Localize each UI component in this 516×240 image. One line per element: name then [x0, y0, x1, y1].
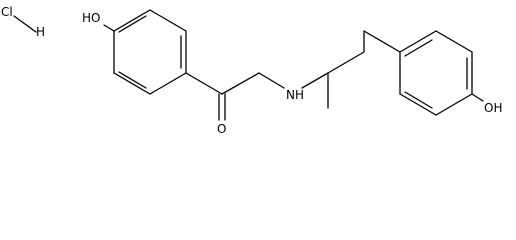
left-oh-label: HO: [82, 11, 100, 25]
chemical-structure: Cl H HO O NH: [1, 5, 502, 136]
left-phenol-ring: [113, 9, 187, 95]
right-hydroxyl-group: OH: [471, 93, 502, 115]
chlorine-label: Cl: [1, 5, 13, 19]
hydrochloride-salt: Cl H: [1, 5, 45, 39]
ketone-amine-chain: O NH: [185, 30, 401, 136]
right-phenol-ring: [399, 30, 473, 116]
n-ch-bond: [301, 72, 329, 89]
ch2-n-bond: [258, 72, 285, 89]
ch2-ring-bond: [363, 30, 401, 53]
carbonyl-oxygen-label: O: [217, 122, 226, 136]
amine-nh-label: NH: [286, 88, 304, 102]
cl-h-bond: [13, 15, 37, 33]
ch-ch2-bond: [327, 51, 365, 74]
right-oh-label: OH: [484, 101, 502, 115]
ring-carbonyl-bond: [185, 72, 223, 95]
hydrogen-label: H: [36, 25, 45, 39]
carbonyl-ch2-bond: [221, 72, 260, 95]
left-hydroxyl-group: HO: [82, 11, 115, 32]
